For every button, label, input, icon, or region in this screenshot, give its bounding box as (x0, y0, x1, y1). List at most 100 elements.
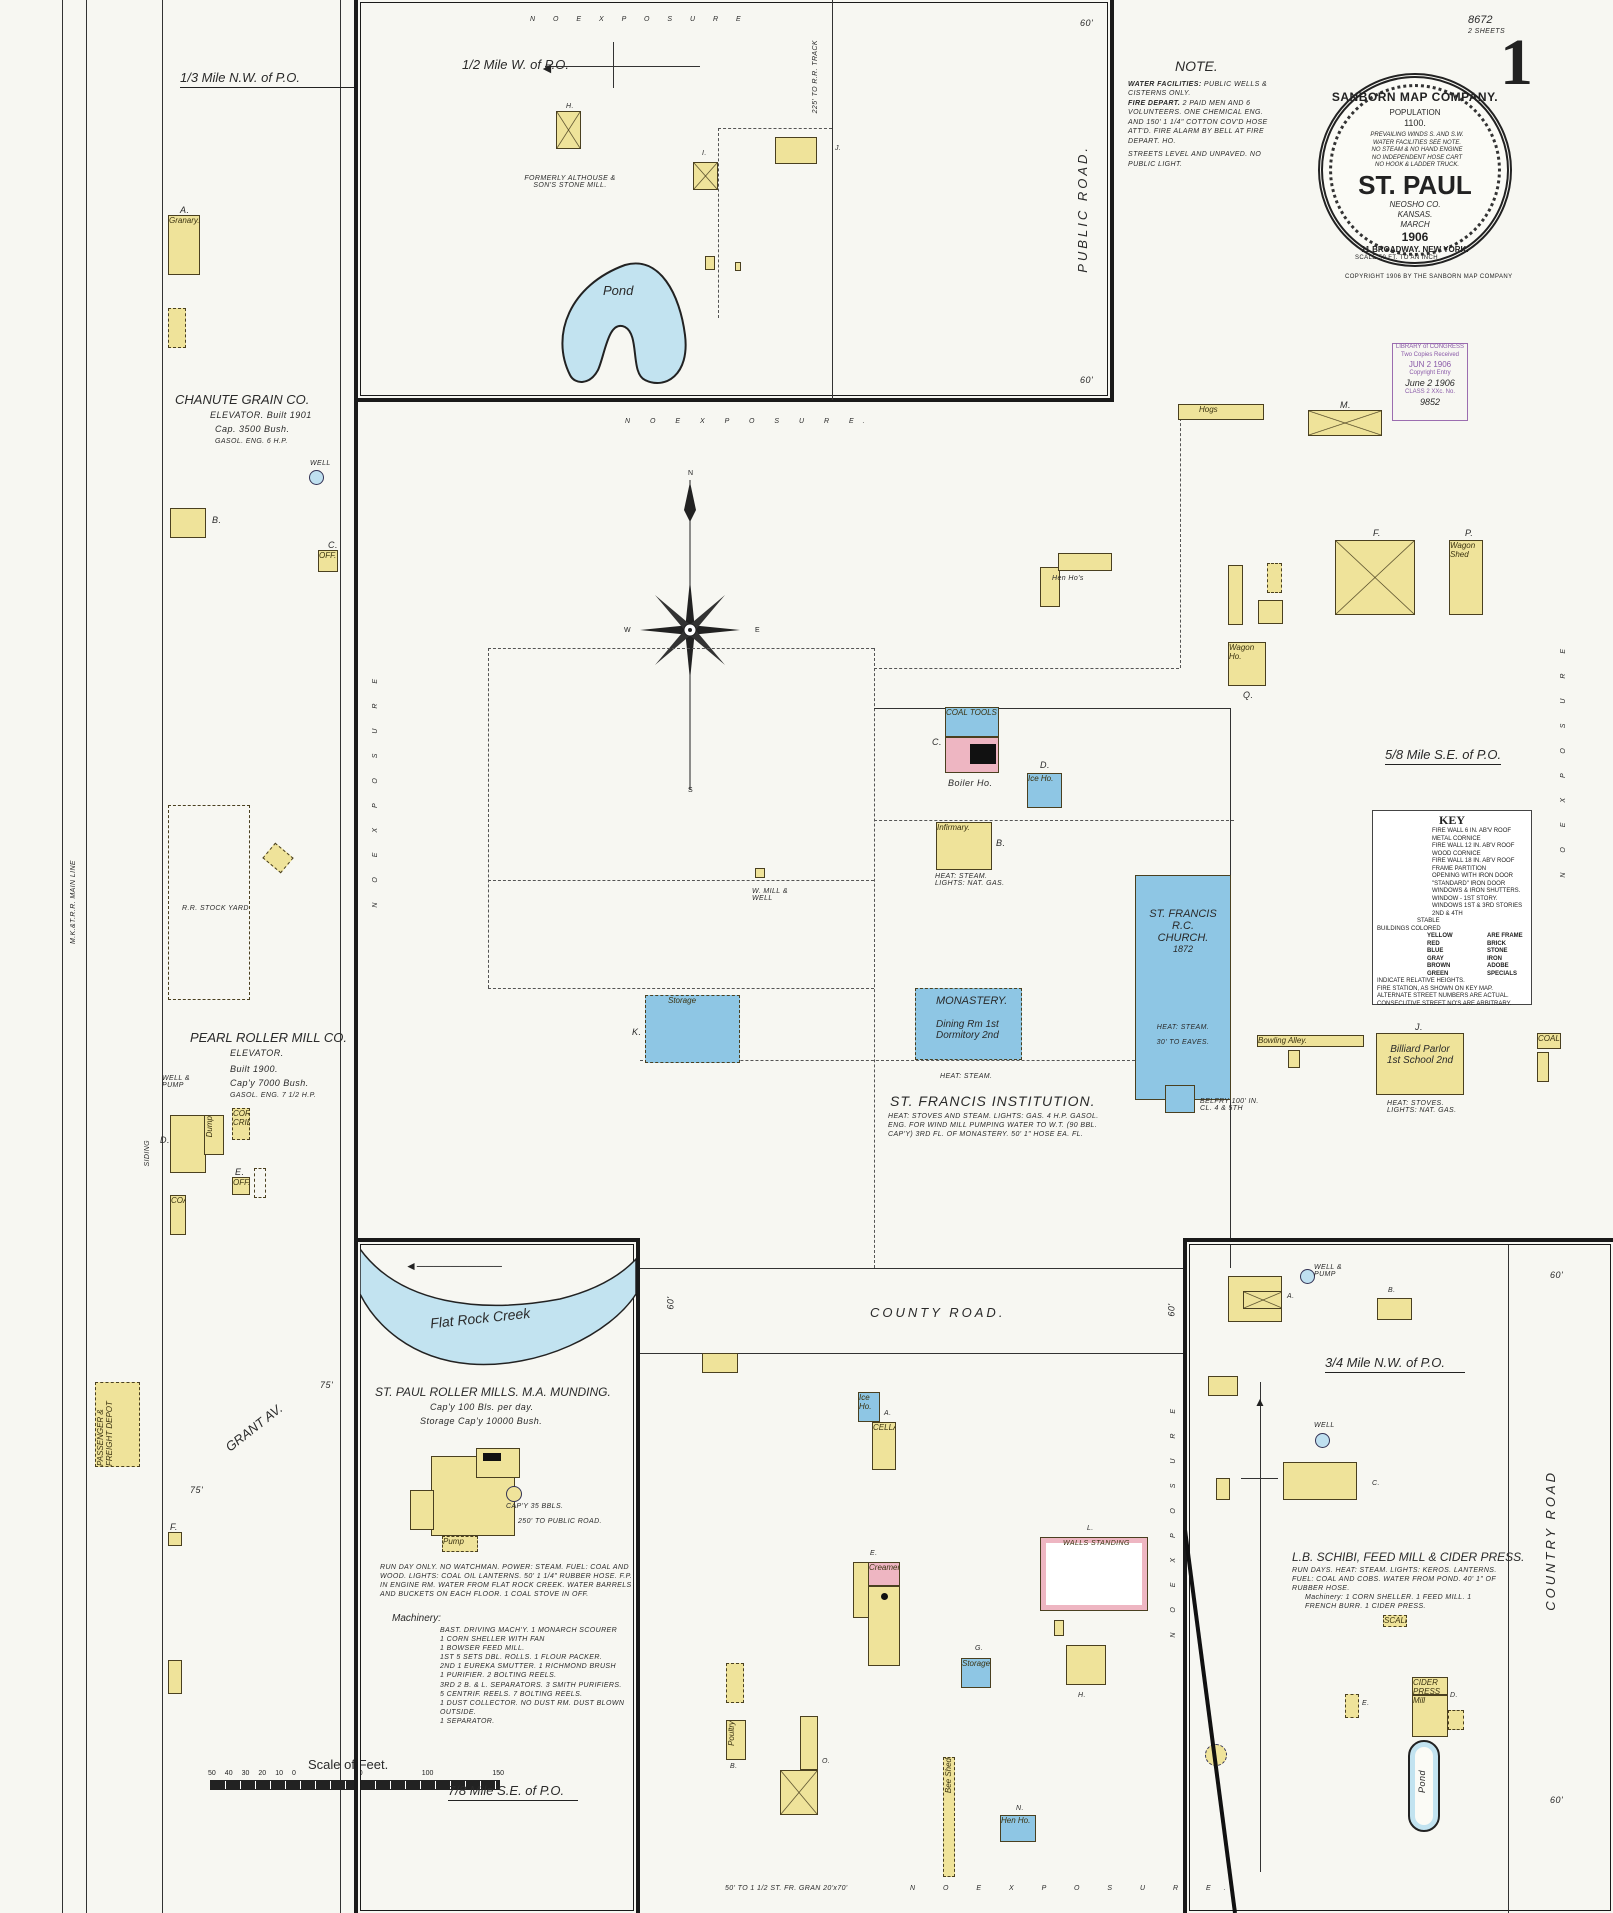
left-col-border (340, 0, 342, 1913)
building-p-wagon-shed[interactable]: Wagon Shed (1449, 540, 1483, 615)
inset-w-half-mile (354, 0, 1114, 402)
building-d-elevator[interactable] (170, 1115, 206, 1173)
building-h-top[interactable] (556, 111, 581, 149)
building-f[interactable] (168, 1532, 182, 1546)
building-mill[interactable]: Mill (1412, 1695, 1448, 1737)
pearl-sub: ELEVATOR. (230, 1048, 284, 1058)
building-h-lower[interactable] (1066, 1645, 1106, 1685)
building-f-coal[interactable] (168, 1660, 182, 1694)
building-poultry[interactable]: Poultry (726, 1720, 746, 1760)
rr-stock-yard[interactable] (168, 805, 250, 1000)
building-pump[interactable]: Pump (442, 1536, 478, 1552)
building-cider-press[interactable]: CIDER PRESS (1412, 1677, 1448, 1695)
building-creamery-eng[interactable] (868, 1586, 900, 1666)
letter-o: O. (822, 1758, 831, 1765)
building-coal[interactable]: COAL (170, 1195, 186, 1235)
pond-top[interactable] (550, 255, 690, 395)
well-pump-label: WELL & PUMP (1314, 1264, 1342, 1278)
building-roller-mill-engine[interactable] (476, 1448, 520, 1478)
building-hen-hos-2[interactable] (1058, 553, 1112, 571)
building-b-schibi[interactable] (1377, 1298, 1412, 1320)
building-small-2[interactable] (735, 262, 741, 271)
letter-f-center: F. (1373, 528, 1381, 538)
sixty-county-right: 60' (1166, 1303, 1177, 1317)
location-w-half: 1/2 Mile W. of P.O. (462, 57, 569, 72)
building-mill-side[interactable] (1448, 1710, 1464, 1730)
building-k-storage[interactable]: Storage (645, 995, 740, 1063)
building-m[interactable] (1308, 410, 1382, 436)
building-small-schibi-2[interactable] (1216, 1478, 1230, 1500)
building-q-wagon[interactable]: Wagon Ho. (1228, 642, 1266, 686)
letter-k: K. (632, 1027, 642, 1037)
building-granary[interactable]: Granary. (168, 215, 200, 275)
building-small-dash[interactable] (1267, 563, 1282, 593)
building-d-schibi[interactable] (1283, 1462, 1357, 1500)
flat-rock-creek[interactable] (360, 1244, 636, 1374)
building-county-small[interactable] (702, 1353, 738, 1373)
building-stock-shed[interactable] (262, 842, 294, 874)
building-small-bowling[interactable] (1288, 1050, 1300, 1068)
building-cellar[interactable]: CELLAR (872, 1422, 896, 1470)
building-hogs[interactable]: Hogs (1178, 404, 1264, 420)
building-c-coal-tools[interactable]: COAL TOOLS (945, 707, 999, 737)
building-d-ice[interactable]: Ice Ho. (1027, 773, 1062, 808)
building-scales[interactable] (254, 1168, 266, 1198)
building-small-1[interactable] (705, 256, 715, 270)
wind-mill-label: W. MILL & WELL (752, 888, 788, 902)
building-bowling-alley[interactable]: Bowling Alley. (1257, 1035, 1364, 1047)
distance-south-label: 50' TO 1 1/2 ST. FR. GRAN 20'x70' (725, 1885, 848, 1892)
well-label-schibi: WELL (1314, 1422, 1335, 1429)
building-b-infirmary[interactable]: Infirmary. (936, 822, 992, 870)
building-corn-crib-lower[interactable] (726, 1663, 744, 1703)
building-small-shed[interactable] (168, 308, 186, 348)
well-pump-icon (1300, 1269, 1315, 1284)
note-title: NOTE. (1175, 58, 1218, 74)
sixty-right-2: 60' (1550, 1795, 1564, 1805)
building-l-small[interactable] (1054, 1620, 1064, 1636)
building-o[interactable] (780, 1770, 818, 1815)
letter-j: J. (1415, 1022, 1424, 1032)
building-d-top[interactable] (775, 137, 817, 164)
loc-stamp: LIBRARY of CONGRESS Two Copies Received … (1392, 343, 1468, 421)
building-ice-ho[interactable]: Ice Ho. (858, 1392, 880, 1422)
building-church[interactable]: ST. FRANCIS R.C. CHURCH. 1872 HEAT: STEA… (1135, 875, 1231, 1100)
grant-75-top: 75' (320, 1380, 334, 1390)
building-i[interactable] (693, 162, 718, 190)
chanute-eng: GASOL. ENG. 6 H.P. (215, 438, 288, 445)
pond-schibi-label: Pond (1417, 1770, 1427, 1794)
building-j-school[interactable]: Billiard Parlor 1st School 2nd (1376, 1033, 1464, 1095)
building-f-barn[interactable] (1335, 540, 1415, 615)
pond-schibi[interactable] (1408, 1740, 1440, 1832)
building-depot[interactable]: PASSENGER & FREIGHT DEPOT (95, 1382, 140, 1467)
building-l-walls[interactable]: WALLS STANDING (1040, 1537, 1148, 1611)
building-scales-schibi[interactable]: SCALES (1383, 1615, 1407, 1627)
building-belfry[interactable] (1165, 1085, 1195, 1113)
building-small-schibi-1[interactable] (1208, 1376, 1238, 1396)
building-small-right[interactable] (1537, 1052, 1549, 1082)
building-c-office[interactable]: OFF. (318, 550, 338, 572)
building-small-3[interactable] (1258, 600, 1283, 624)
building-a-schibi[interactable] (1228, 1276, 1282, 1322)
building-o-side[interactable] (800, 1716, 818, 1770)
letter-a-lower: A. (884, 1410, 892, 1417)
building-bee-shed[interactable]: Bee Shed (943, 1757, 955, 1877)
building-e-side[interactable] (853, 1562, 869, 1618)
building-e-office[interactable]: OFF. (232, 1177, 250, 1195)
building-coal-right[interactable]: COAL (1537, 1033, 1561, 1049)
no-exposure-center: N O E X P O S U R E. (625, 418, 874, 425)
building-monastery[interactable]: MONASTERY. Dining Rm 1st Dormitory 2nd (915, 988, 1022, 1060)
building-wind-mill[interactable] (755, 868, 765, 878)
roller-mills-cap: Cap'y 100 Bls. per day. (430, 1402, 534, 1412)
building-dump[interactable]: Dump (204, 1115, 224, 1155)
building-hen-hos[interactable] (1040, 567, 1060, 607)
building-corn-crib[interactable]: CORN CRIB (232, 1108, 250, 1140)
building-g-storage[interactable]: Storage (961, 1658, 991, 1688)
building-n-hen-ho[interactable]: Hen Ho. (1000, 1815, 1036, 1842)
building-creamery[interactable]: Creamery. (868, 1562, 900, 1586)
building-roller-mill-wing[interactable] (410, 1490, 434, 1530)
building-tall-1[interactable] (1228, 565, 1243, 625)
letter-g: G. (975, 1645, 984, 1652)
building-c-boiler[interactable] (945, 737, 999, 773)
building-sorghum-mill[interactable] (1345, 1694, 1359, 1718)
building-b-elevator[interactable] (170, 508, 206, 538)
